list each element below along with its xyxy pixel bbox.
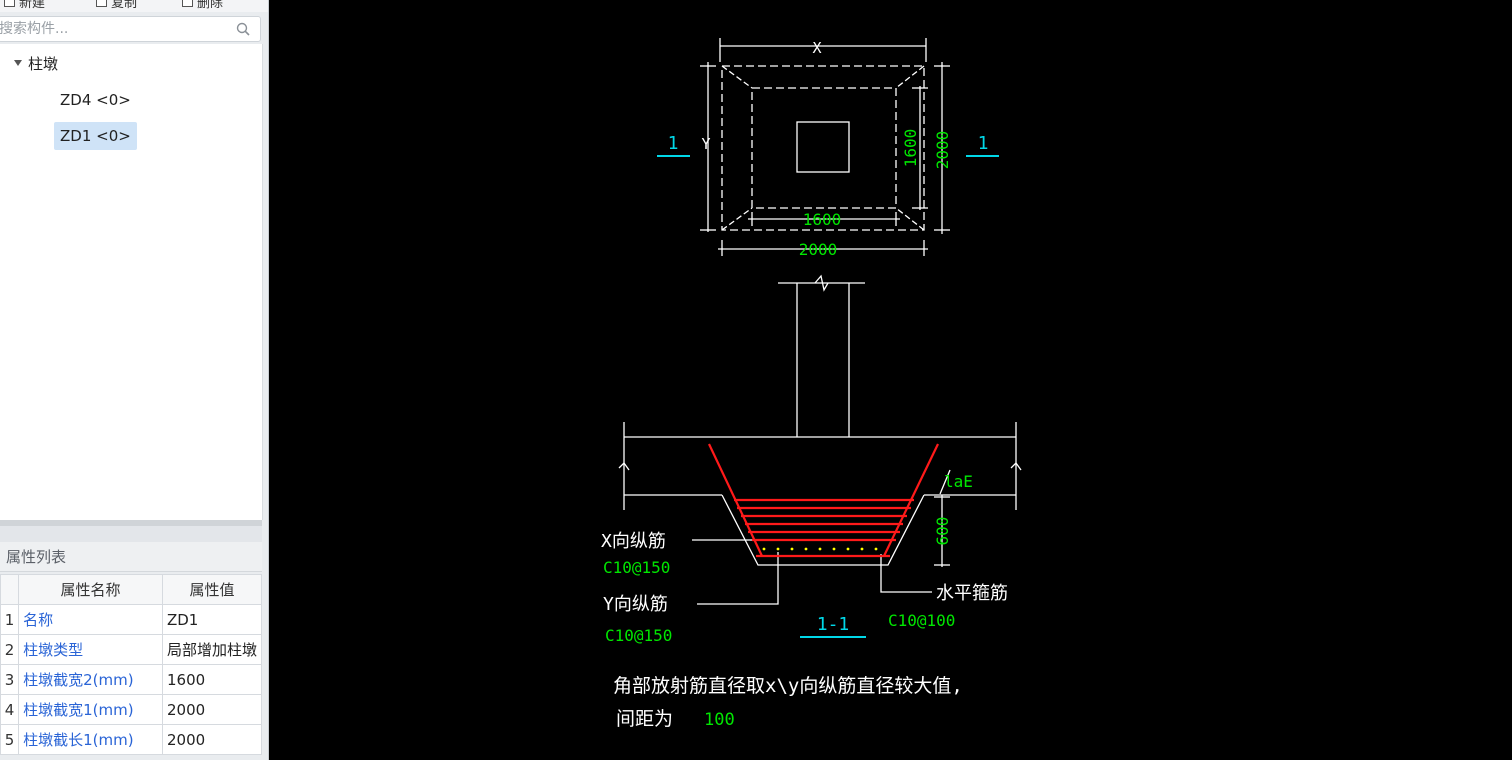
- property-value[interactable]: ZD1: [161, 604, 263, 635]
- cad-drawing-canvas: X Y 1600 2000 1600 2000 1 1: [601, 38, 1022, 730]
- section-view: [618, 274, 1022, 638]
- search-icon[interactable]: [236, 22, 250, 36]
- property-table: 属性名称 属性值 1 名称 ZD1 2 柱墩类型 局部增加柱墩 3 柱墩截宽2(…: [0, 574, 263, 755]
- tree-item-zd4[interactable]: ZD4 <0>: [60, 91, 131, 109]
- note-line-1: 角部放射筋直径取x\y向纵筋直径较大值,: [613, 675, 963, 697]
- row-number: 2: [0, 634, 20, 665]
- new-button[interactable]: 新建: [4, 0, 45, 12]
- row-number-header: [0, 574, 20, 605]
- table-row[interactable]: 3 柱墩截宽2(mm) 1600: [0, 664, 263, 695]
- new-icon: [4, 0, 15, 7]
- property-value[interactable]: 局部增加柱墩: [161, 634, 263, 665]
- note-spacing: 100: [704, 710, 735, 730]
- plan-view: [657, 38, 999, 256]
- note-line-2: 间距为: [616, 708, 673, 730]
- tree-root-zhudun[interactable]: 柱墩: [14, 52, 58, 74]
- stirrup-label: 水平箍筋: [936, 583, 1008, 604]
- table-row[interactable]: 5 柱墩截长1(mm) 2000: [0, 724, 263, 755]
- property-name: 柱墩截宽2(mm): [18, 664, 163, 695]
- delete-icon: [182, 0, 193, 7]
- section-title: 1-1: [817, 614, 850, 635]
- section-mark-right: 1: [978, 133, 989, 154]
- rebar-group: [708, 443, 939, 558]
- stirrup-spec: C10@100: [888, 611, 955, 630]
- tree-item-zd1[interactable]: ZD1 <0>: [54, 122, 137, 150]
- caret-down-icon[interactable]: [14, 60, 22, 66]
- y-rebar-label: Y向纵筋: [603, 594, 668, 615]
- search-input[interactable]: [0, 17, 219, 41]
- x-rebar-spec: C10@150: [603, 558, 670, 577]
- property-table-header: 属性名称 属性值: [0, 574, 263, 605]
- search-box: [0, 16, 261, 42]
- plan-inner-height: 1600: [901, 129, 920, 168]
- lae-label: laE: [944, 472, 973, 491]
- panel-splitter[interactable]: [0, 520, 262, 542]
- property-value[interactable]: 2000: [161, 694, 263, 725]
- plan-outer-height: 2000: [933, 131, 952, 170]
- component-toolbar: 新建 复制 删除: [0, 0, 268, 12]
- property-name: 柱墩截宽1(mm): [18, 694, 163, 725]
- property-name: 柱墩截长1(mm): [18, 724, 163, 755]
- row-number: 1: [0, 604, 20, 635]
- rebar-dots: [762, 547, 878, 551]
- component-tree: 柱墩 ZD4 <0> ZD1 <0>: [0, 44, 263, 520]
- plan-outer-width: 2000: [799, 240, 838, 259]
- row-number: 5: [0, 724, 20, 755]
- property-value[interactable]: 2000: [161, 724, 263, 755]
- column-header-name: 属性名称: [18, 574, 163, 605]
- table-row[interactable]: 1 名称 ZD1: [0, 604, 263, 635]
- copy-button[interactable]: 复制: [96, 0, 137, 12]
- property-name: 名称: [18, 604, 163, 635]
- property-list-title: 属性列表: [0, 542, 262, 572]
- row-number: 3: [0, 664, 20, 695]
- component-panel: 新建 复制 删除 柱墩 ZD4 <0> ZD1 <0> 属性列表: [0, 0, 269, 760]
- section-mark-left: 1: [668, 133, 679, 154]
- row-number: 4: [0, 694, 20, 725]
- plan-x-label: X: [812, 39, 821, 57]
- copy-icon: [96, 0, 107, 7]
- table-row[interactable]: 4 柱墩截宽1(mm) 2000: [0, 694, 263, 725]
- plan-inner-width: 1600: [803, 210, 842, 229]
- y-rebar-spec: C10@150: [605, 626, 672, 645]
- delete-button[interactable]: 删除: [182, 0, 223, 12]
- column-header-value: 属性值: [161, 574, 263, 605]
- section-depth: 600: [933, 517, 952, 546]
- property-name: 柱墩类型: [18, 634, 163, 665]
- x-rebar-label: X向纵筋: [601, 531, 666, 552]
- table-row[interactable]: 2 柱墩类型 局部增加柱墩: [0, 634, 263, 665]
- property-value[interactable]: 1600: [161, 664, 263, 695]
- plan-y-label: Y: [701, 135, 710, 153]
